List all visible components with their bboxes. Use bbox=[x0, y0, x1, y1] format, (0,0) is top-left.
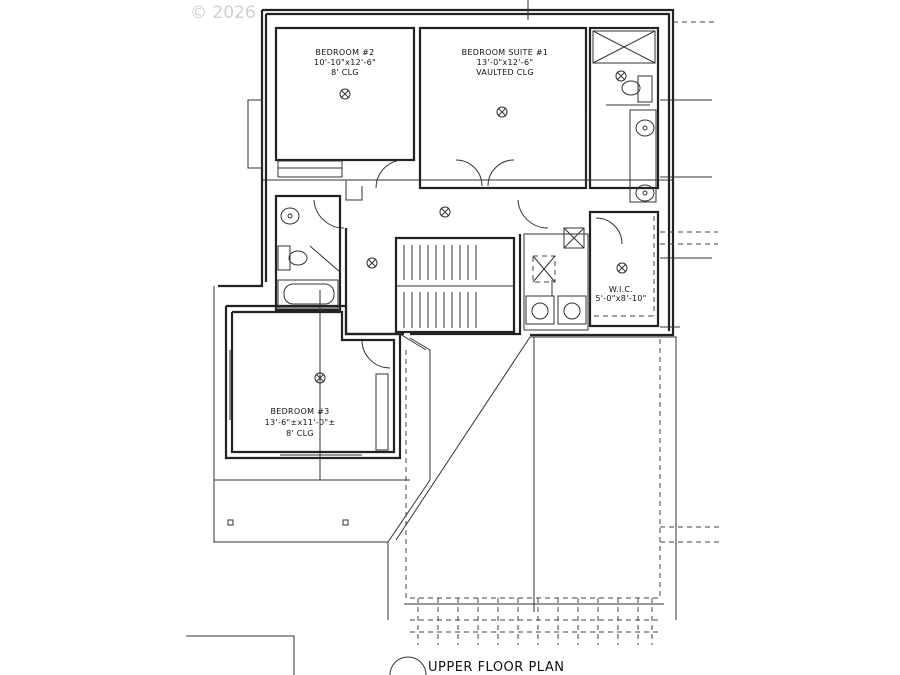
plan-title: UPPER FLOOR PLAN bbox=[428, 660, 564, 675]
sink-icon bbox=[635, 184, 655, 202]
shower-icon bbox=[592, 30, 656, 64]
bedroom-3-name: BEDROOM #3 bbox=[270, 407, 329, 416]
bathtub-icon bbox=[277, 279, 339, 309]
ceiling-light-icon bbox=[366, 257, 378, 269]
bedroom-2-size: 10'-10"x12'-6" bbox=[314, 58, 376, 67]
north-marker-icon bbox=[389, 656, 427, 675]
door-swing-icon bbox=[455, 159, 483, 187]
ceiling-light-icon bbox=[339, 88, 351, 100]
bedroom-3-size: 13'-6"±x11'-0"± bbox=[265, 418, 336, 427]
room-bedroom-3: BEDROOM #3 13'-6"±x11'-0"± 8' CLG bbox=[224, 290, 402, 480]
title-border bbox=[186, 635, 295, 675]
exterior-walls bbox=[218, 0, 718, 337]
ceiling-light-icon bbox=[496, 106, 508, 118]
sink-icon bbox=[280, 207, 300, 225]
suite-1-name: BEDROOM SUITE #1 bbox=[462, 48, 549, 57]
door-swing-icon bbox=[595, 217, 623, 245]
wic-name: W.I.C. bbox=[609, 285, 633, 294]
room-hall-bath bbox=[274, 194, 342, 312]
toilet-icon bbox=[277, 245, 308, 271]
door-swing-icon bbox=[487, 159, 515, 187]
suite-1-size: 13'-0"x12'-6" bbox=[477, 58, 534, 67]
dryer-icon bbox=[557, 295, 587, 325]
stair-icon bbox=[394, 236, 516, 334]
ceiling-light-icon bbox=[439, 206, 451, 218]
wic-size: 5'-0"x8'-10" bbox=[595, 294, 646, 303]
ceiling-light-icon bbox=[616, 262, 628, 274]
room-walk-in-closet: W.I.C. 5'-0"x8'-10" bbox=[588, 210, 660, 328]
bedroom-2-ceiling: 8' CLG bbox=[331, 68, 359, 77]
door-swing-icon bbox=[361, 339, 391, 369]
porch-posts bbox=[417, 598, 653, 645]
toilet-icon bbox=[621, 75, 653, 103]
door-swing-icon bbox=[375, 159, 405, 189]
laundry-area bbox=[523, 227, 589, 331]
bedroom-3-ceiling: 8' CLG bbox=[286, 429, 314, 438]
bedroom-2-name: BEDROOM #2 bbox=[315, 48, 374, 57]
room-master-bath bbox=[588, 26, 660, 203]
ceiling-light-icon bbox=[615, 70, 627, 82]
washer-icon bbox=[525, 295, 555, 325]
sink-icon bbox=[635, 119, 655, 137]
suite-1-ceiling: VAULTED CLG bbox=[476, 68, 534, 77]
room-bedroom-2: BEDROOM #2 10'-10"x12'-6" 8' CLG bbox=[274, 26, 416, 178]
watermark: © 2026 bbox=[190, 3, 256, 23]
room-bedroom-suite-1: BEDROOM SUITE #1 13'-0"x12'-6" VAULTED C… bbox=[418, 26, 588, 190]
door-swing-icon bbox=[517, 199, 549, 229]
